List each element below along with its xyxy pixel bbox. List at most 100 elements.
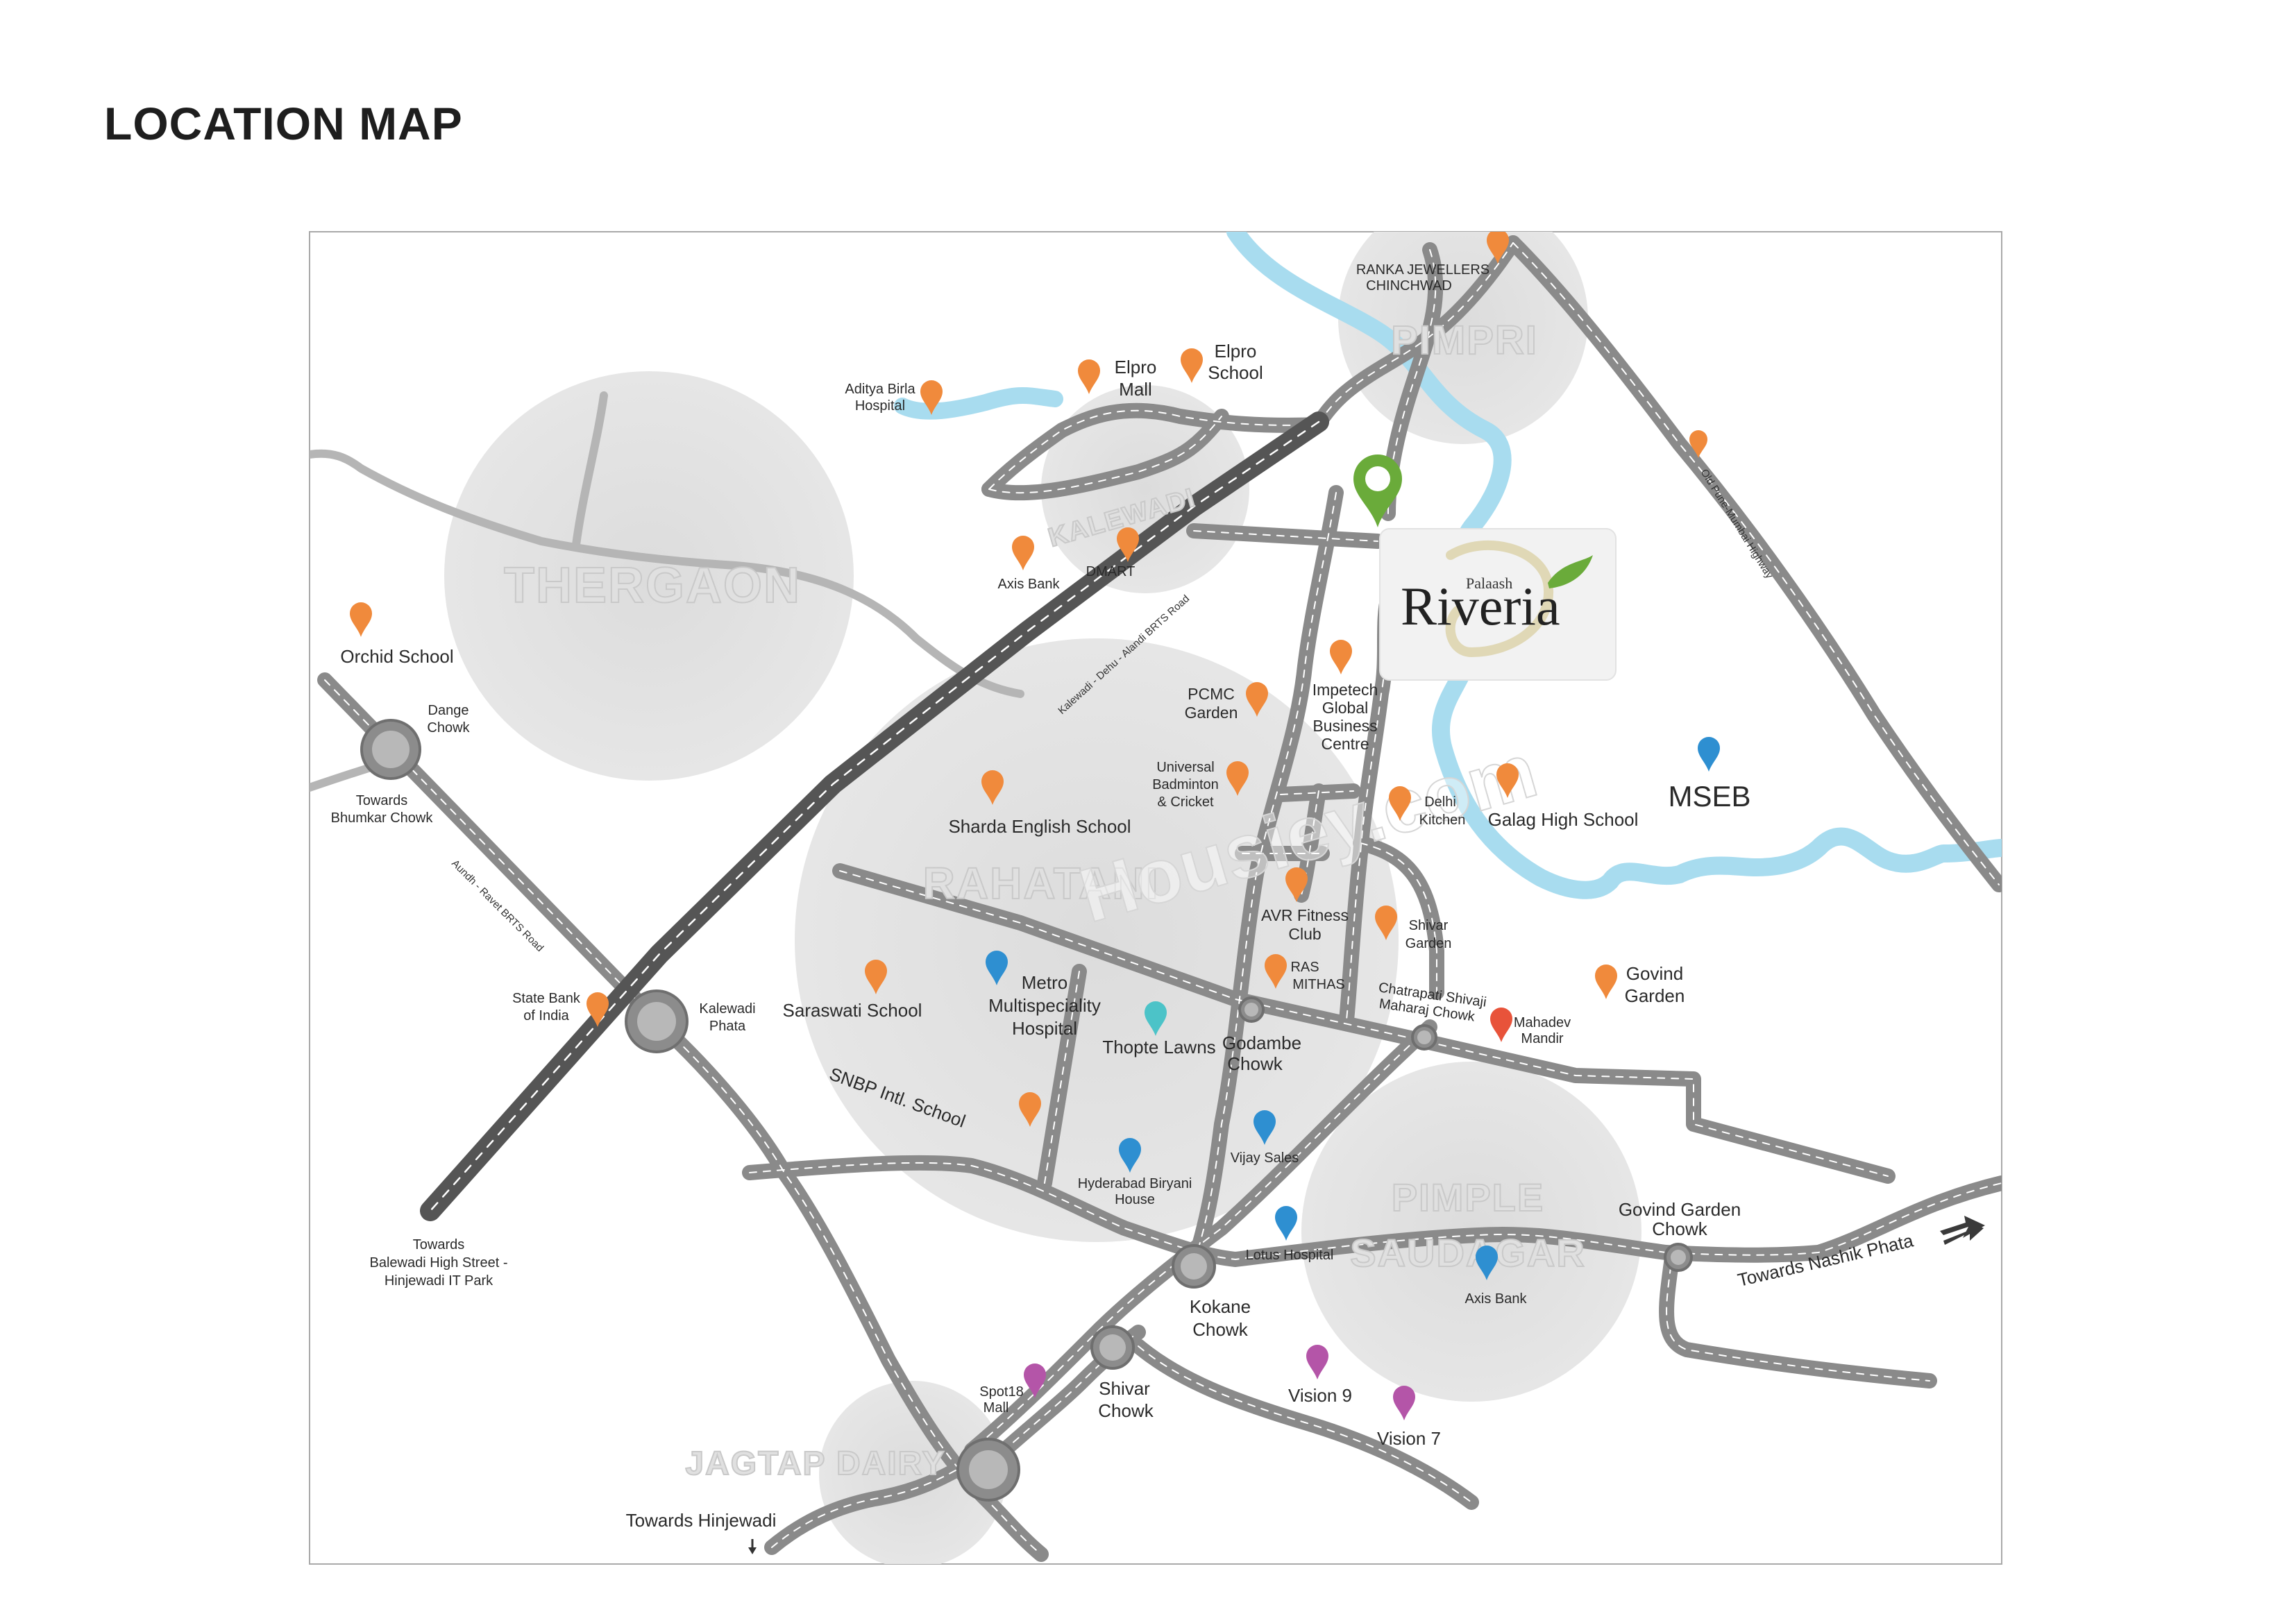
map-label: Mahadev	[1514, 1015, 1571, 1030]
river-west-branch	[894, 387, 1063, 420]
map-label: & Cricket	[1157, 794, 1214, 810]
map-label: Towards	[413, 1237, 464, 1252]
map-label: Spot18	[979, 1384, 1023, 1400]
map-label: Sharda English School	[948, 816, 1131, 837]
map-label: Govind Garden	[1619, 1199, 1741, 1220]
road-center-dash	[1666, 1252, 1930, 1382]
project-location-pin-icon[interactable]	[1353, 454, 1402, 527]
map-label: Vision 7	[1377, 1428, 1441, 1449]
road-center-dash	[839, 870, 1889, 1177]
map-label: Chowk	[1227, 1053, 1283, 1074]
area-circle-jagtap-dairy	[819, 1381, 1006, 1564]
road-center-dash	[1512, 242, 2000, 885]
road-center-dash	[749, 1162, 2002, 1260]
road-center-dash	[771, 1456, 979, 1548]
project-brand-top: Palaash	[1466, 575, 1512, 592]
map-label: Chowk	[1652, 1218, 1707, 1239]
map-label: Mall	[984, 1400, 1009, 1416]
map-label: Hyderabad Biryani	[1078, 1176, 1192, 1191]
map-label: Galag High School	[1488, 809, 1639, 830]
map-label: Elpro	[1115, 357, 1157, 377]
map-label: MITHAS	[1292, 977, 1345, 992]
area-label-pimpri: PIMPRI	[1391, 318, 1538, 363]
area-label-pimple: PIMPLE	[1392, 1175, 1544, 1219]
map-label: Kitchen	[1419, 813, 1466, 828]
map-label: Orchid School	[340, 646, 453, 667]
road-center-dash	[1360, 842, 1437, 993]
rivers	[894, 232, 2002, 899]
road-center-dash	[1193, 530, 1378, 542]
road-center-dash	[1193, 492, 1337, 1264]
area-circle-pimpri	[1338, 232, 1588, 444]
map-label: Balewadi High Street -	[370, 1255, 508, 1271]
map-label: Vision 9	[1288, 1385, 1352, 1406]
map-label: CHINCHWAD	[1366, 278, 1452, 294]
river-pawana-north	[1226, 232, 2002, 899]
area-label-jagtap-dairy: JAGTAP DAIRY	[685, 1445, 945, 1482]
map-label: Godambe	[1222, 1033, 1301, 1053]
map-label: Shivar	[1409, 918, 1449, 933]
map-label: Bhumkar Chowk	[331, 810, 434, 826]
project-card[interactable]: Palaash Riveria	[1379, 528, 1617, 681]
map-label: Badminton	[1152, 777, 1219, 792]
map-label: Global	[1322, 699, 1368, 717]
map-label: Axis Bank	[998, 577, 1061, 592]
map-label: RAS	[1290, 960, 1319, 975]
map-label: PCMC	[1188, 685, 1235, 703]
area-label-thergaon: THERGAON	[504, 558, 801, 613]
road-segment	[981, 409, 1229, 501]
map-label: Chowk	[1192, 1319, 1248, 1340]
area-circles	[444, 232, 1641, 1564]
map-label: School	[1208, 362, 1263, 383]
map-label: Saraswati School	[783, 1000, 922, 1021]
map-label: Multispeciality	[988, 995, 1101, 1016]
arrow-right-icon	[1940, 1216, 1985, 1245]
map-label: DMART	[1086, 564, 1136, 579]
map-label: Govind	[1626, 963, 1683, 984]
map-label: State Bank	[512, 991, 581, 1006]
map-label: Chowk	[427, 720, 470, 736]
road-segment	[1037, 964, 1087, 1191]
area-label-saudagar: SAUDAGAR	[1350, 1231, 1586, 1275]
map-label: Centre	[1321, 735, 1369, 753]
map-label: Axis Bank	[1465, 1291, 1528, 1307]
map-label: Business	[1312, 717, 1377, 735]
map-label: Towards Hinjewadi	[626, 1510, 777, 1531]
road-center-dash	[971, 1026, 1430, 1451]
map-label: Hinjewadi IT Park	[385, 1273, 493, 1289]
map-label: House	[1115, 1192, 1155, 1207]
map-label: of India	[523, 1008, 569, 1023]
map-label: Elpro	[1215, 341, 1257, 362]
project-brand-name: Riveria	[1401, 576, 1560, 636]
road-center-dash	[1280, 790, 1354, 795]
map-label: Universal	[1156, 760, 1214, 775]
map-label: Thopte Lawns	[1102, 1037, 1215, 1057]
map-label: Hospital	[1012, 1018, 1077, 1039]
place-labels: RANKA JEWELLERS CHINCHWAD Elpro Mall Elp…	[340, 262, 1750, 1449]
junction-markers	[360, 719, 1693, 1502]
map-label: Dange	[428, 703, 469, 718]
road-center-dash	[1318, 242, 1514, 424]
area-circle-thergaon	[444, 371, 854, 781]
map-label: Shivar	[1099, 1378, 1150, 1399]
map-label: Hospital	[855, 398, 905, 414]
map-label: Garden	[1406, 936, 1452, 951]
map-label: RANKA JEWELLERS	[1356, 262, 1489, 278]
map-label: Kalewadi	[699, 1001, 755, 1017]
road-center-dash	[1301, 790, 1319, 896]
arrow-down-icon	[748, 1539, 757, 1554]
map-label: Mandir	[1521, 1031, 1563, 1046]
map-label: Kokane	[1190, 1296, 1251, 1317]
map-label: Vijay Sales	[1231, 1150, 1299, 1166]
map-label: Towards	[356, 793, 407, 808]
map-label: Impetech	[1312, 681, 1378, 699]
map-label: Lotus Hospital	[1246, 1248, 1334, 1263]
area-circle-rahatani	[795, 638, 1399, 1242]
area-labels: PIMPRI KALEWADI THERGAON RAHATANI PIMPLE…	[503, 317, 1586, 1483]
map-label: Garden	[1185, 704, 1238, 722]
page-title: LOCATION MAP	[104, 98, 463, 149]
road-center-dash	[1138, 1345, 1472, 1503]
road-center-dash	[988, 409, 1319, 490]
map-label: Mall	[1119, 379, 1152, 400]
